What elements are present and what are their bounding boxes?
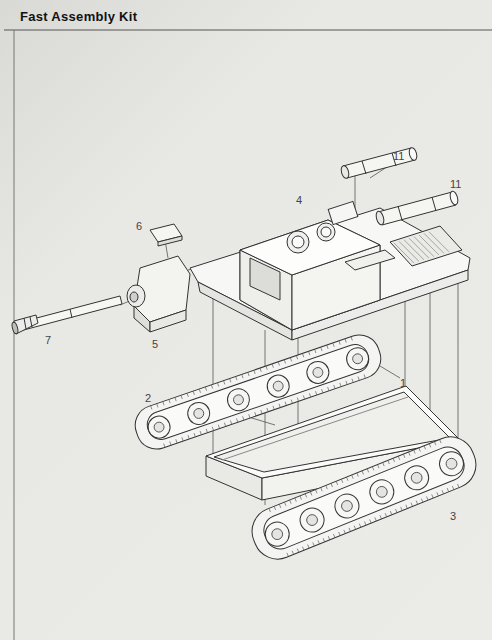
upper-hull <box>190 201 470 340</box>
callout-number: 11 <box>450 178 461 190</box>
callout-number: 1 <box>400 377 406 389</box>
callout-number: 11 <box>393 150 404 162</box>
gun-mantlet <box>127 256 190 332</box>
callout-number: 2 <box>145 392 151 404</box>
callout-number: 5 <box>152 338 158 350</box>
right-track <box>245 430 483 567</box>
gun-barrel <box>11 296 122 334</box>
page-title: Fast Assembly Kit <box>20 9 137 24</box>
hatch-plate <box>150 224 182 246</box>
frame-line <box>4 30 492 31</box>
engine-grille <box>394 232 449 263</box>
callout-number: 7 <box>45 334 51 346</box>
callout-number: 3 <box>450 510 456 522</box>
callout-number: 6 <box>136 220 142 232</box>
fuel-drum <box>340 147 418 179</box>
fuel-drum <box>375 190 459 225</box>
frame-line <box>14 30 15 640</box>
callout-number: 4 <box>296 194 302 206</box>
